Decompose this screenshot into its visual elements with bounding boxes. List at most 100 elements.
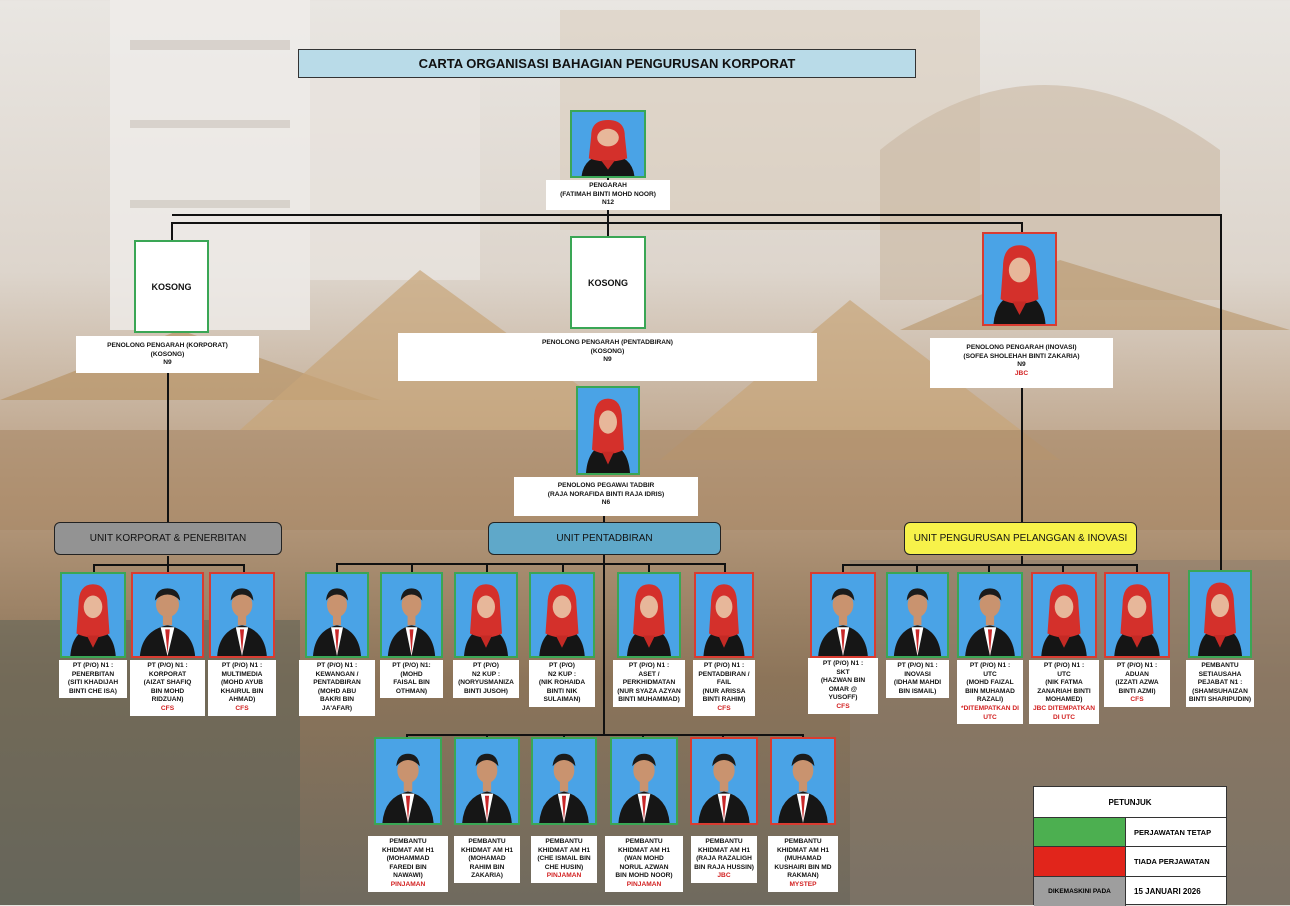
general-worker-photo-4 — [610, 737, 678, 825]
status-note: JBC — [717, 872, 731, 880]
status-note: CFS — [235, 704, 249, 712]
label-line: CHE HUSIN) — [544, 863, 584, 871]
legend-heading: PETUNJUK — [1108, 797, 1152, 807]
label-line: RAHIM BIN — [469, 863, 505, 871]
label-line: PENERBITAN — [71, 670, 115, 678]
label-line: N9 — [603, 356, 612, 364]
label-line: (NUR SYAZA AZYAN — [617, 687, 681, 695]
staff-label-8: PT (P/O) N1 :ASET /PERKHIDMATAN(NUR SYAZ… — [613, 660, 685, 707]
staff-label-9: PT (P/O) N1 :PENTADBIRAN /FAIL(NUR ARISS… — [693, 660, 755, 716]
label-line: KEWANGAN / — [315, 670, 359, 678]
vacant-box-korporat: KOSONG — [134, 240, 209, 333]
label-line: PT (P/O) N1 : — [147, 662, 188, 669]
label-line: (NIK ROHAIDA — [538, 679, 586, 687]
label-line: PT (P/O) — [548, 662, 575, 669]
assistant-director-korporat-label: PENOLONG PENGARAH (KORPORAT)(KOSONG)N9 — [76, 336, 259, 373]
label-line: UTC — [983, 670, 997, 678]
label-line: PT (P/O) N1 : — [72, 662, 114, 669]
label-line: (AIZAT SHAFIQ — [143, 679, 192, 687]
label-line: MULTIMEDIA — [221, 670, 263, 678]
label-line: BINTI NIK — [546, 687, 578, 695]
label-line: (HAZWAN BIN — [820, 677, 866, 685]
unit-pentadbiran: UNIT PENTADBIRAN — [488, 522, 721, 555]
label-line: (MOHAMMAD — [386, 855, 430, 863]
label-line: (NUR ARISSA — [702, 687, 746, 695]
legend-swatch-vacant — [1034, 847, 1126, 876]
legend-filled-label: PERJAWATAN TETAP — [1134, 827, 1212, 837]
label-line: PT (P/O) N1 : — [628, 662, 670, 669]
staff-photo-6 — [454, 572, 518, 658]
label-line: AHMAD) — [228, 696, 256, 704]
label-line: N12 — [601, 199, 615, 207]
status-note: MYSTEP — [789, 880, 817, 888]
label-line: PENGARAH — [589, 182, 627, 189]
label-line: UTC — [1057, 670, 1071, 678]
label-line: YUSOFF) — [828, 694, 858, 702]
label-line: KORPORAT — [148, 670, 187, 678]
label-line: BINTI CHE ISA) — [69, 687, 117, 695]
label-line: PEMBANTU — [1201, 662, 1239, 669]
staff-photo-14 — [1104, 572, 1170, 658]
label-line: PT (P/O) N1 : — [897, 662, 938, 669]
staff-photo-10 — [810, 572, 876, 658]
staff-photo-15 — [1188, 570, 1252, 658]
legend: PETUNJUK PERJAWATAN TETAP TIADA PERJAWAT… — [1033, 786, 1227, 906]
staff-photo-8 — [617, 572, 681, 658]
staff-label-4: PT (P/O) N1 :KEWANGAN /PENTADBIRAN(MOHD … — [299, 660, 375, 716]
staff-photo-4 — [305, 572, 369, 658]
label-line: OTHMAN) — [395, 687, 428, 695]
legend-updated-label: DIKEMASKINI PADA — [1034, 877, 1126, 906]
label-line: SETIAUSAHA — [1198, 670, 1242, 678]
label-line: PT (P/O) N1 : — [1116, 662, 1158, 669]
label-line: PEMBANTU — [545, 838, 583, 845]
label-line: (KOSONG) — [590, 347, 625, 355]
staff-photo-9 — [694, 572, 754, 658]
status-note: CFS — [717, 704, 731, 712]
label-line: PENTADBIRAN / — [698, 670, 750, 678]
legend-updated-date: 15 JANUARI 2026 — [1134, 887, 1201, 896]
label-line: (MUHAMAD — [784, 855, 822, 863]
label-line: KHIDMAT AM H1 — [460, 846, 513, 854]
label-line: PT (P/O) — [472, 662, 499, 669]
legend-vacant-label: TIADA PERJAWATAN — [1134, 857, 1210, 866]
label-line: KHAIRUL BIN — [220, 687, 264, 695]
staff-photo-11 — [886, 572, 949, 658]
label-line: (CHE ISMAIL BIN — [537, 855, 591, 863]
label-line: PT (P/O) N1 : — [822, 660, 864, 667]
label-line: BIIN MUHAMAD — [965, 687, 1015, 695]
label-line: BIN ISMAIL) — [898, 687, 937, 695]
admin-officer-photo — [576, 386, 640, 475]
label-line: (IDHAM MAHDI — [893, 679, 942, 687]
label-line: (IZZATI AZWA — [1115, 679, 1159, 687]
label-line: N2 KUP : — [547, 670, 577, 678]
label-line: (MOHD ABU — [317, 687, 357, 695]
label-line: PENTADBIRAN — [313, 679, 361, 687]
assistant-director-inovasi-label: PENOLONG PENGARAH (INOVASI)(SOFEA SHOLEH… — [930, 338, 1113, 388]
label-line: PT (P/O) N1 : — [703, 662, 745, 669]
label-line: INOVASI — [904, 670, 931, 678]
label-line: PEMBANTU — [389, 838, 427, 845]
director-label: PENGARAH(FATIMAH BINTI MOHD NOOR)N12 — [546, 180, 670, 210]
label-line: (NIK FATMA — [1045, 679, 1083, 687]
label-line: BIN RAJA HUSSIN) — [694, 863, 754, 871]
general-worker-photo-2 — [454, 737, 520, 825]
label-line: NAWAWI) — [393, 872, 423, 880]
label-line: RAKMAN) — [787, 872, 819, 880]
label-line: PEMBANTU — [625, 838, 663, 845]
label-line: BINTI MUHAMMAD) — [618, 696, 680, 704]
label-line: (RAJA RAZALIGH — [696, 855, 752, 863]
label-line: FAREDI BIN — [389, 863, 427, 871]
label-line: BIN MOHD NOOR) — [615, 872, 673, 880]
label-line: (MOHD AYUB — [220, 679, 263, 687]
